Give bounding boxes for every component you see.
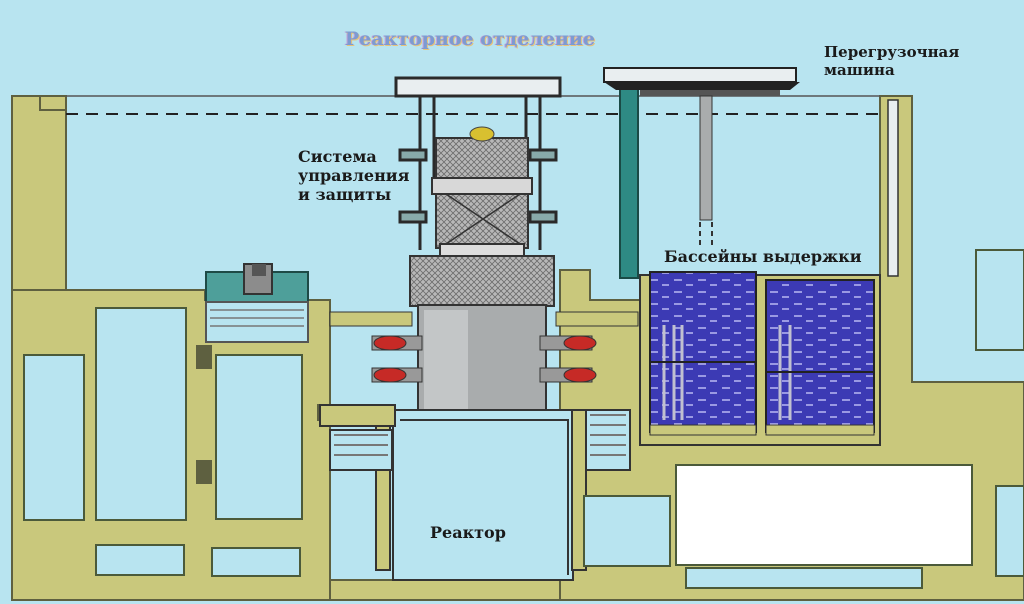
label-reactor: Реактор — [430, 523, 506, 542]
refueling-machine — [603, 67, 800, 246]
diagram-title: Реакторное отделение — [344, 28, 596, 50]
label-control-system-line3: и защиты — [298, 184, 392, 204]
control-frame — [394, 76, 562, 250]
right-tube — [887, 99, 899, 277]
label-refueling-machine: Перегрузочная машина — [824, 43, 960, 79]
cooling-pools — [639, 271, 881, 446]
label-refueling-machine-line2: машина — [824, 60, 895, 79]
label-refueling-machine-line1: Перегрузочная — [824, 43, 960, 61]
teal-partition — [619, 87, 639, 279]
reactor-nozzles — [329, 311, 639, 383]
control-rod-drive — [431, 126, 533, 257]
label-control-system-line1: Система — [298, 147, 377, 166]
label-cooling-pools: Бассейны выдержки — [664, 247, 862, 266]
right-rooms — [583, 249, 1024, 589]
label-control-system-line2: управления — [298, 165, 410, 185]
left-column — [196, 263, 309, 484]
left-rooms — [23, 307, 303, 577]
reactor-shaft — [319, 404, 631, 581]
label-control-system: Система управления и защиты — [298, 147, 410, 205]
